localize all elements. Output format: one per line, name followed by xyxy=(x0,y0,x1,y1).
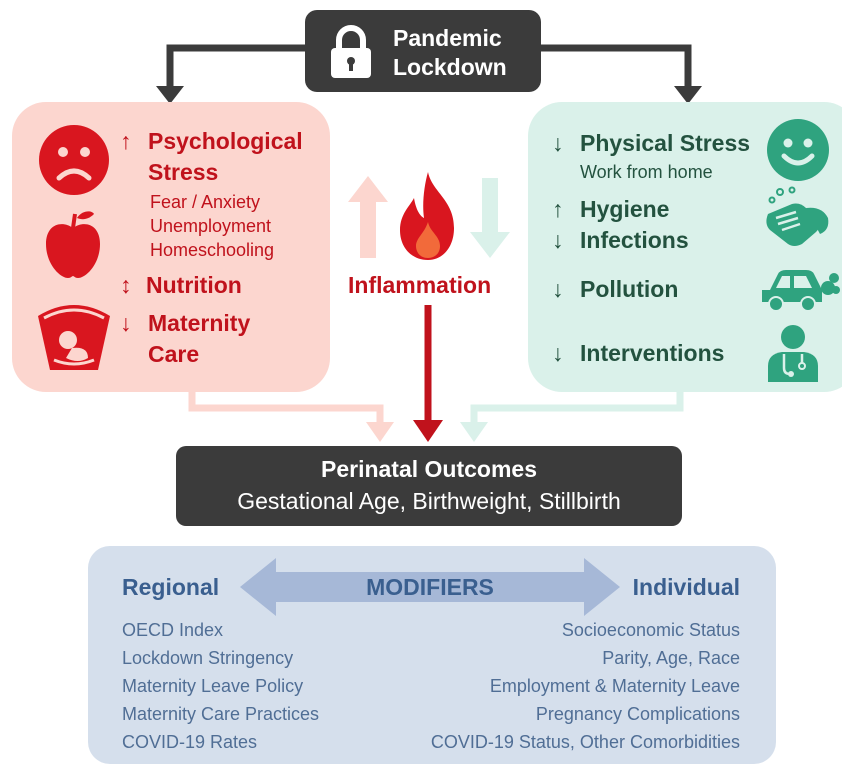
regional-item: Lockdown Stringency xyxy=(122,648,294,668)
individual-item: Employment & Maternity Leave xyxy=(489,676,740,696)
regional-title: Regional xyxy=(122,574,220,600)
perinatal-outcomes-box: Perinatal Outcomes Gestational Age, Birt… xyxy=(176,446,682,526)
fire-icon xyxy=(400,172,454,260)
individual-item: Socioeconomic Status xyxy=(561,620,740,640)
regional-item: COVID-19 Rates xyxy=(122,732,258,752)
hygiene-label: Hygiene xyxy=(580,196,670,222)
psych-arrow: ↑ xyxy=(120,128,132,154)
pandemic-lockdown-label: Pandemic Lockdown xyxy=(393,25,507,80)
individual-item: Parity, Age, Race xyxy=(602,648,740,668)
car-icon xyxy=(762,270,840,312)
up-arrow-pink xyxy=(348,176,388,258)
modifiers-label: MODIFIERS xyxy=(366,574,494,600)
nutrition-label: Nutrition xyxy=(146,272,242,298)
individual-list: Socioeconomic Status Parity, Age, Race E… xyxy=(380,616,740,756)
infections-label: Infections xyxy=(580,227,689,253)
physical-arrow: ↓ xyxy=(552,130,564,156)
smiley-face-icon xyxy=(767,119,829,181)
physical-stress-sub: Work from home xyxy=(580,162,713,182)
arrow-head-right xyxy=(674,86,702,104)
nutrition-arrow: ↕ xyxy=(120,272,132,298)
arrow-head-pink xyxy=(366,422,394,442)
arrow-head-left xyxy=(156,86,184,104)
maternity-care-label: Maternity Care xyxy=(148,310,251,367)
maternity-arrow: ↓ xyxy=(120,310,132,336)
sad-face-icon xyxy=(39,125,109,195)
handwashing-icon xyxy=(766,186,829,246)
physical-stress-label: Physical Stress xyxy=(580,130,751,156)
hygiene-arrow: ↑ xyxy=(552,196,564,222)
outcomes-subtitle: Gestational Age, Birthweight, Stillbirth xyxy=(237,488,621,514)
lock-icon xyxy=(331,25,371,78)
pollution-arrow: ↓ xyxy=(552,276,564,302)
psych-item-unemployment: Unemployment xyxy=(150,216,272,236)
outcomes-title: Perinatal Outcomes xyxy=(320,456,538,482)
arrow-lockdown-to-right xyxy=(540,44,692,88)
ultrasound-icon xyxy=(38,305,110,370)
arrow-head-mint xyxy=(460,422,488,442)
pollution-label: Pollution xyxy=(580,276,679,302)
interventions-arrow: ↓ xyxy=(552,340,564,366)
regional-item: Maternity Leave Policy xyxy=(122,676,304,696)
double-arrow-icon xyxy=(240,558,620,616)
psych-stress-label: Psychological Stress xyxy=(148,128,303,185)
regional-item: OECD Index xyxy=(122,620,224,640)
individual-item: Pregnancy Complications xyxy=(535,704,740,724)
pandemic-lockdown-box: Pandemic Lockdown xyxy=(305,10,541,92)
arrow-right-to-outcomes xyxy=(470,390,684,424)
regional-list: OECD Index Lockdown Stringency Maternity… xyxy=(122,616,319,756)
apple-icon xyxy=(46,211,100,278)
psych-item-homeschooling: Homeschooling xyxy=(150,240,275,260)
arrow-left-to-outcomes xyxy=(188,390,384,424)
infections-arrow: ↓ xyxy=(552,227,564,253)
arrow-lockdown-to-left xyxy=(166,44,306,88)
individual-title: Individual xyxy=(632,574,740,600)
individual-item: COVID-19 Status, Other Comorbidities xyxy=(430,732,740,752)
psych-item-fear: Fear / Anxiety xyxy=(150,192,261,212)
arrow-head-red xyxy=(413,420,443,442)
inflammation-label: Inflammation xyxy=(348,272,492,298)
doctor-icon xyxy=(768,325,818,382)
regional-item: Maternity Care Practices xyxy=(122,704,320,724)
interventions-label: Interventions xyxy=(580,340,725,366)
down-arrow-mint xyxy=(470,178,510,258)
